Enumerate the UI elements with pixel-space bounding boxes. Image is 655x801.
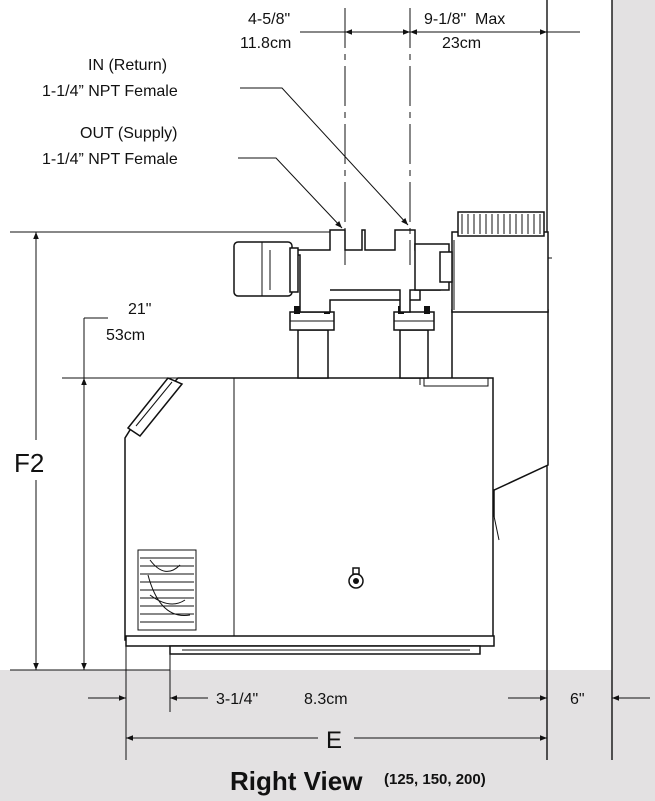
dim-clearance-label: 6" — [570, 691, 585, 708]
wall — [612, 0, 655, 670]
dim-e-label: E — [326, 727, 342, 754]
control-panel — [126, 377, 184, 438]
drain-valve — [348, 567, 364, 589]
dim-bottom-offset-metric: 8.3cm — [304, 691, 348, 708]
dim-f2-label: F2 — [14, 448, 44, 478]
circulator-pump — [233, 241, 299, 297]
in-label-line1: IN (Return) — [88, 57, 167, 74]
dim-21-metric: 53cm — [106, 327, 145, 344]
base-plate — [125, 635, 495, 647]
caption-title: Right View — [230, 766, 363, 796]
out-label-line2: 1-1/4” NPT Female — [42, 151, 178, 168]
pipe-return — [399, 329, 429, 379]
dim-top-right-metric: 23cm — [442, 35, 481, 52]
pipe-supply — [297, 329, 329, 379]
caption-models: (125, 150, 200) — [384, 771, 486, 788]
dim-bottom-offset-imperial: 3-1/4" — [216, 691, 258, 708]
out-label-line1: OUT (Supply) — [80, 125, 178, 142]
boiler — [124, 211, 552, 655]
air-grille — [137, 549, 197, 631]
cabinet — [124, 377, 494, 641]
out-leader — [238, 157, 343, 229]
in-leader — [240, 87, 409, 226]
in-label-line2: 1-1/4” NPT Female — [42, 83, 178, 100]
dim-top-right-imperial: 9-1/8" Max — [424, 11, 505, 28]
dim-top-left-metric: 11.8cm — [240, 35, 291, 52]
dim-21-imperial: 21" — [128, 301, 151, 318]
dim-top-left-imperial: 4-5/8" — [248, 11, 290, 28]
blower-housing — [414, 211, 552, 313]
